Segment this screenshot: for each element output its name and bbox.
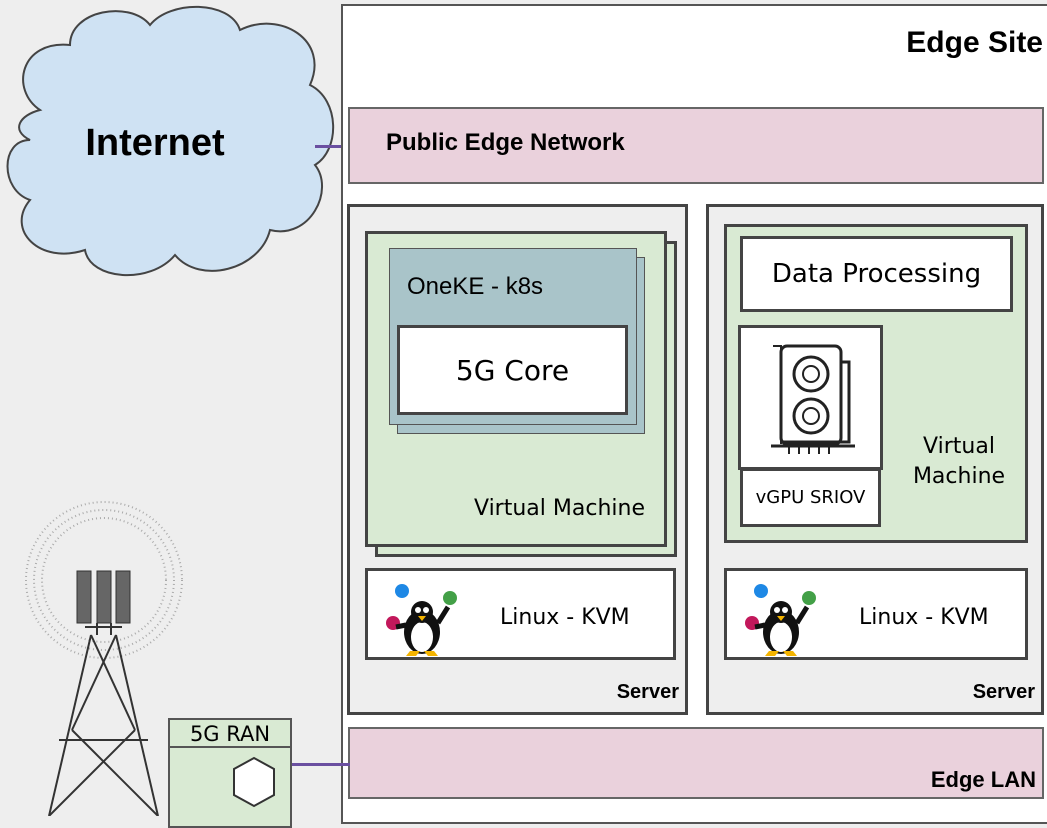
- kvm-left-label: Linux - KVM: [500, 605, 630, 630]
- vm-right-label-line1: Virtual: [923, 434, 995, 459]
- cloud-shape: [6, 5, 335, 276]
- gpu-card-icon: [771, 344, 855, 454]
- server-left-label: Server: [616, 681, 679, 703]
- tux-juggler-icon: [386, 584, 457, 656]
- cell-tower-icon: [25, 501, 183, 816]
- hexagon-icon: [233, 756, 275, 808]
- k8s-label: OneKE - k8s: [407, 273, 544, 300]
- kvm-right-label: Linux - KVM: [859, 605, 989, 630]
- 5g-core-box: 5G Core: [397, 325, 628, 415]
- vgpu-box: vGPU SRIOV: [740, 468, 881, 527]
- vgpu-label: vGPU SRIOV: [755, 487, 866, 508]
- server-right-label: Server: [972, 681, 1035, 703]
- edge-lan: Edge LAN: [348, 727, 1044, 799]
- vm-right-label: Virtual Machine: [901, 432, 1017, 492]
- internet-label: Internet: [85, 122, 225, 164]
- edge-lan-label: Edge LAN: [930, 767, 1036, 792]
- edge-site-title: Edge Site: [906, 26, 1043, 59]
- ran-link: [292, 763, 350, 766]
- public-edge-network: Public Edge Network: [348, 107, 1044, 184]
- ran-label: 5G RAN: [170, 720, 290, 748]
- gpu-box: [738, 325, 883, 470]
- internet-link: [315, 145, 350, 148]
- kvm-left: Linux - KVM: [365, 568, 676, 660]
- 5g-core-label: 5G Core: [455, 353, 570, 387]
- public-edge-network-label: Public Edge Network: [386, 129, 625, 156]
- ran-box: 5G RAN: [168, 718, 292, 828]
- vm-left-label: Virtual Machine: [474, 496, 645, 521]
- vm-right-label-line2: Machine: [912, 464, 1006, 489]
- data-processing-box: Data Processing: [740, 236, 1013, 312]
- internet-cloud: Internet: [6, 5, 335, 276]
- tux-juggler-icon: [745, 584, 816, 656]
- kvm-right: Linux - KVM: [724, 568, 1028, 660]
- data-processing-label: Data Processing: [771, 259, 982, 289]
